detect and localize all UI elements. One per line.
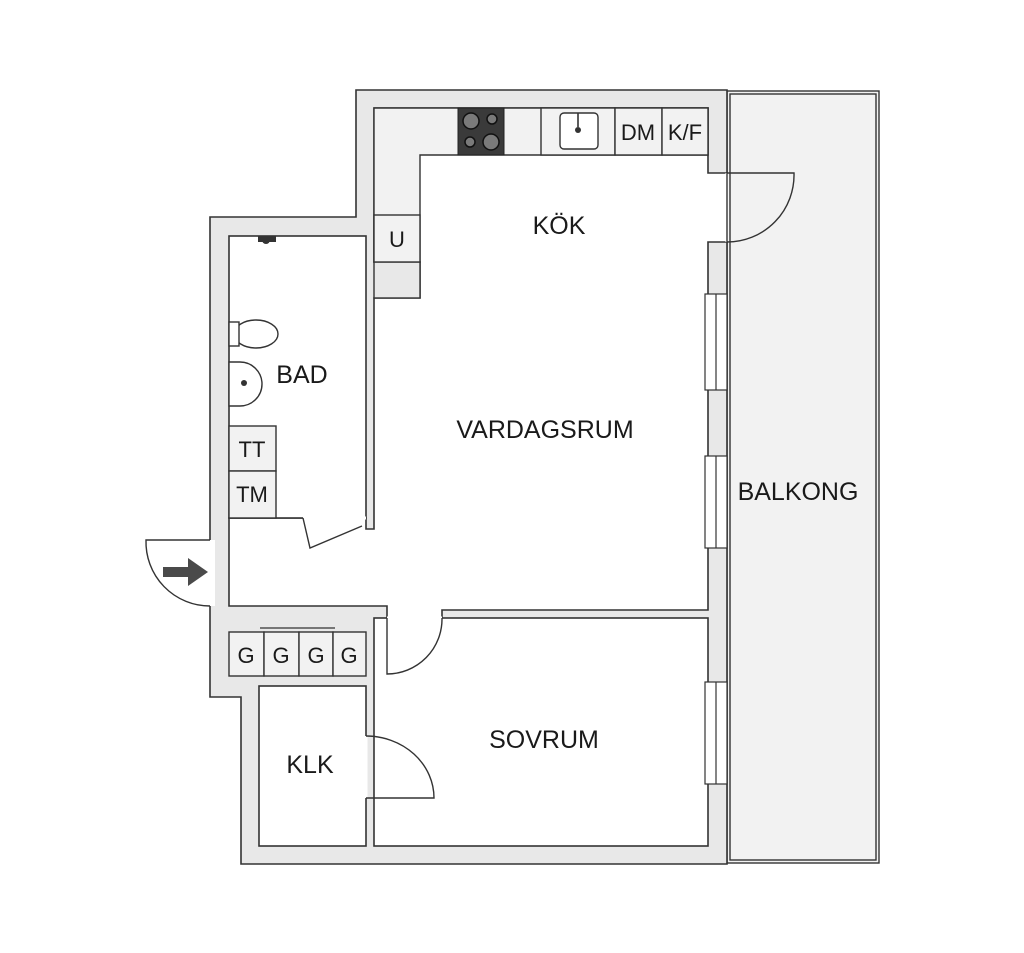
fixture-label-oven: U <box>389 227 405 252</box>
window-living-2 <box>704 455 728 549</box>
room-label-balkong: BALKONG <box>738 478 859 506</box>
fixture-label-wardrobe: G <box>272 643 289 668</box>
bathroom-door <box>302 516 366 549</box>
washbasin-icon <box>228 361 263 407</box>
fixture-label-dishwasher: DM <box>621 120 655 145</box>
room-label-klk: KLK <box>286 751 334 779</box>
stove-icon <box>457 107 505 156</box>
bedroom-door <box>386 616 443 675</box>
balcony-door <box>725 172 795 243</box>
fixture-label-washer: TM <box>236 482 268 507</box>
room-label-vardagsrum: VARDAGSRUM <box>456 416 633 444</box>
wardrobes <box>228 627 367 677</box>
window-living-1 <box>704 293 728 391</box>
entrance-arrow-icon <box>163 558 208 586</box>
balcony <box>726 90 880 864</box>
room-label-bad: BAD <box>276 361 327 389</box>
toilet-icon <box>228 319 279 349</box>
fixture-label-wardrobe: G <box>237 643 254 668</box>
sink-icon <box>540 107 616 156</box>
fixture-label-wardrobe: G <box>307 643 324 668</box>
fixture-label-fridge-freezer: K/F <box>668 120 702 145</box>
kitchen-column-gray <box>373 261 421 299</box>
fixture-label-wardrobe: G <box>340 643 357 668</box>
entrance-door <box>145 539 215 607</box>
shower-head-icon <box>258 236 276 244</box>
fixture-label-dryer: TT <box>239 437 266 462</box>
window-bedroom <box>704 681 728 785</box>
closet-door <box>364 735 435 799</box>
room-label-kok: KÖK <box>533 212 586 240</box>
room-label-sovrum: SOVRUM <box>489 726 599 754</box>
